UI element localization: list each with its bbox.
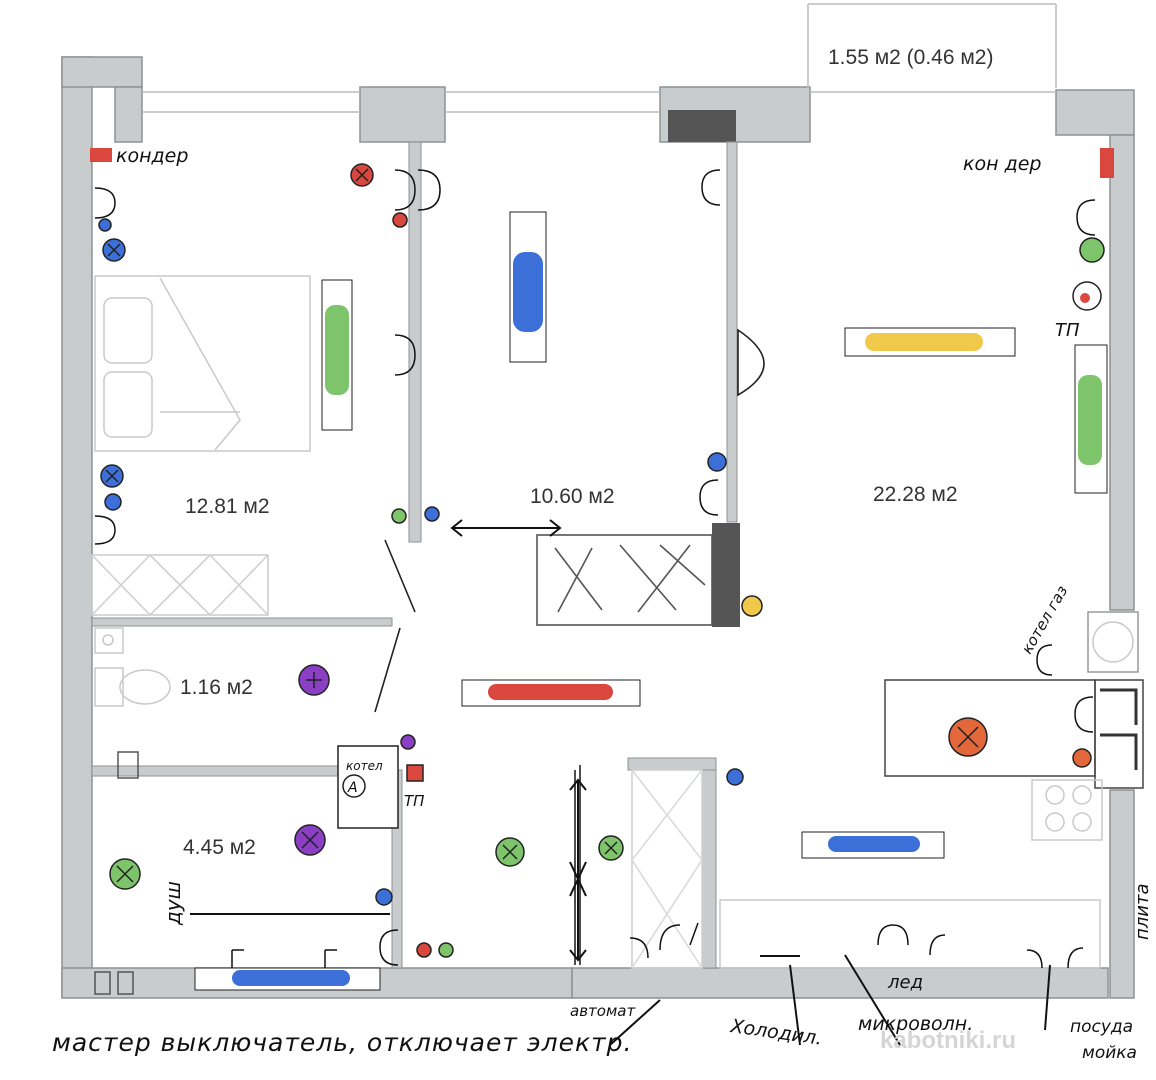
note-konder-right: кон дер bbox=[963, 153, 1041, 175]
note-moika: мойка bbox=[1082, 1043, 1137, 1063]
note-led: лед bbox=[887, 972, 923, 993]
note-mikrovolnovka: микроволн. bbox=[858, 1013, 973, 1035]
bedroom-area: 12.81 м2 bbox=[185, 495, 270, 518]
closets bbox=[91, 534, 713, 969]
watermark: kabotniki.ru bbox=[880, 1027, 1016, 1054]
room2-area: 10.60 м2 bbox=[530, 485, 615, 508]
note-kotel-box: котел bbox=[346, 759, 383, 773]
note-tp-bath: ТП bbox=[404, 792, 424, 810]
kotel-a-circle bbox=[342, 774, 366, 798]
sockets bbox=[90, 148, 1114, 958]
living-area: 22.28 м2 bbox=[873, 483, 958, 506]
doors bbox=[374, 328, 765, 965]
note-holodil: Холодил. bbox=[728, 1015, 823, 1050]
kitchen-counter bbox=[719, 611, 1144, 969]
bed bbox=[94, 275, 311, 452]
spot-lights bbox=[100, 163, 1102, 890]
windows bbox=[142, 3, 1057, 113]
note-avtomat: автомат bbox=[570, 1002, 636, 1020]
bath-area: 4.45 м2 bbox=[183, 836, 256, 859]
note-kotel-a: А bbox=[347, 780, 358, 796]
light-bars bbox=[194, 211, 1108, 991]
dark-wall-column bbox=[712, 523, 740, 627]
exterior-walls bbox=[61, 56, 1135, 999]
note-plita: плита bbox=[1132, 884, 1153, 941]
note-tp-right: ТП bbox=[1055, 320, 1080, 341]
kotel-box bbox=[337, 745, 399, 829]
wc-fixtures bbox=[94, 627, 171, 995]
balcony-area: 1.55 м2 (0.46 м2) bbox=[828, 46, 993, 69]
note-konder-left: кондер bbox=[116, 145, 188, 167]
note-dush: душ bbox=[161, 881, 185, 926]
wc-area: 1.16 м2 bbox=[180, 676, 253, 699]
note-posuda: посуда bbox=[1070, 1017, 1133, 1037]
arrows bbox=[190, 519, 1051, 1046]
dark-wall-block bbox=[668, 110, 736, 142]
switch-marks bbox=[94, 169, 1096, 969]
master-switch-note: мастер выключатель, отключает электр. bbox=[52, 1028, 633, 1057]
interior-walls bbox=[91, 141, 738, 969]
